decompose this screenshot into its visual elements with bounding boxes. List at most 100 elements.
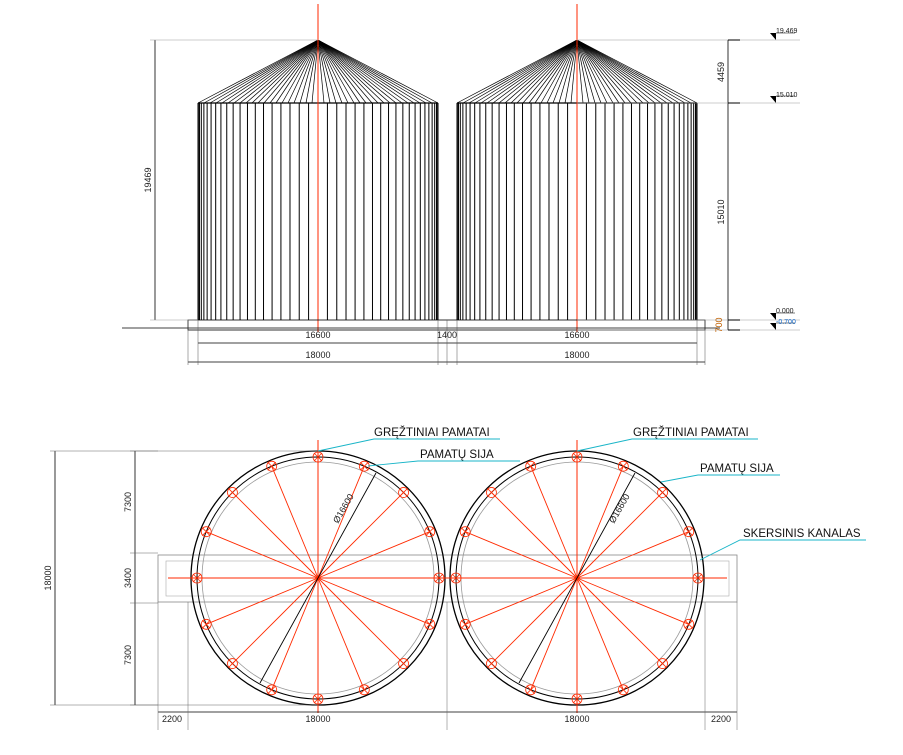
pile-cross bbox=[399, 488, 408, 497]
pile-marker bbox=[200, 526, 212, 538]
pile-cross bbox=[460, 527, 470, 536]
pile-marker bbox=[657, 658, 668, 669]
level-marker bbox=[770, 323, 776, 330]
level-top: 19.469 bbox=[776, 28, 798, 35]
label-beam-2: PAMATŲ SIJA bbox=[700, 463, 774, 475]
roof-rib-line bbox=[317, 39, 403, 104]
pile-cross bbox=[267, 461, 276, 471]
radial-axis-line bbox=[465, 577, 578, 625]
pile-marker bbox=[424, 526, 436, 538]
pile-cross bbox=[460, 620, 470, 629]
roof-rib-line bbox=[245, 39, 319, 104]
pile-cross bbox=[684, 527, 694, 536]
roof-rib-line bbox=[317, 39, 379, 104]
pile-cross bbox=[360, 685, 369, 695]
roof-rib-line bbox=[492, 39, 578, 104]
roof-rib-line bbox=[317, 39, 385, 104]
cross-channel bbox=[157, 554, 738, 603]
pile-marker bbox=[486, 658, 497, 669]
level-marker bbox=[770, 96, 776, 103]
roof-rib-line bbox=[317, 39, 421, 104]
radial-axis-line bbox=[576, 466, 624, 579]
roof-rib-line bbox=[576, 39, 614, 104]
pile-cross bbox=[658, 488, 667, 497]
radial-axis-line bbox=[206, 531, 319, 579]
roof-rib-line bbox=[576, 39, 602, 104]
dim-foundation: 700 bbox=[714, 317, 724, 332]
leader-line bbox=[660, 474, 780, 483]
roof-rib-line bbox=[576, 39, 620, 104]
roof-rib-line bbox=[576, 39, 674, 104]
roof-rib-line bbox=[576, 39, 662, 104]
dim-gap: 1400 bbox=[437, 330, 457, 340]
roof-rib-line bbox=[576, 39, 584, 104]
radial-axis-line bbox=[465, 531, 578, 579]
roof-rib-line bbox=[269, 39, 319, 104]
radial-axis-line bbox=[576, 577, 689, 625]
cross-channel-inner bbox=[165, 560, 730, 597]
roof-rib-line bbox=[540, 39, 578, 104]
pile-cross bbox=[487, 659, 496, 668]
pile-cross bbox=[619, 461, 628, 471]
roof-rib-line bbox=[317, 39, 331, 104]
roof-rib-line bbox=[456, 39, 578, 104]
radial-axis-line bbox=[232, 492, 319, 579]
dim-width-2: 18000 bbox=[564, 714, 589, 724]
roof-rib-line bbox=[299, 39, 319, 104]
roof-rib-line bbox=[516, 39, 578, 104]
pile-marker bbox=[227, 487, 238, 498]
roof-rib-line bbox=[576, 39, 626, 104]
roof-rib-line bbox=[564, 39, 578, 104]
roof-rib-line bbox=[197, 39, 319, 104]
dim-width-1: 18000 bbox=[305, 714, 330, 724]
pile-marker bbox=[683, 618, 695, 630]
pile-marker bbox=[525, 684, 537, 696]
roof-rib-line bbox=[209, 39, 319, 104]
radial-axis-line bbox=[576, 577, 663, 664]
pile-marker bbox=[525, 460, 537, 472]
roof-rib-line bbox=[317, 39, 373, 104]
dim-foundation1-width: 18000 bbox=[305, 350, 330, 360]
roof-rib-line bbox=[468, 39, 578, 104]
level-marker bbox=[770, 313, 776, 320]
roof-rib-line bbox=[317, 39, 427, 104]
roof-rib-line bbox=[480, 39, 578, 104]
radial-axis-line bbox=[530, 577, 578, 690]
radial-axis-line bbox=[576, 531, 689, 579]
pile-marker bbox=[200, 618, 212, 630]
radial-axis-line bbox=[271, 577, 319, 690]
pile-marker bbox=[459, 618, 471, 630]
dim-silo1-diameter: 16600 bbox=[305, 330, 330, 340]
radial-axis-line bbox=[317, 466, 365, 579]
label-diameter-1: Ø16600 bbox=[331, 492, 356, 525]
roof-rib-line bbox=[317, 39, 367, 104]
dim-plan-total: 18000 bbox=[43, 565, 53, 590]
pile-marker bbox=[657, 487, 668, 498]
radial-axis-line bbox=[491, 577, 578, 664]
roof-rib-line bbox=[576, 39, 590, 104]
roof-rib-line bbox=[576, 39, 656, 104]
level-eave: 15.010 bbox=[776, 92, 798, 99]
pile-marker bbox=[398, 658, 409, 669]
roof-rib-line bbox=[287, 39, 319, 104]
roof-rib-line bbox=[576, 39, 668, 104]
dim-plan-channel: 3400 bbox=[123, 568, 133, 588]
roof-rib-line bbox=[317, 39, 409, 104]
roof-rib-line bbox=[239, 39, 319, 104]
pile-marker bbox=[486, 487, 497, 498]
diameter-line bbox=[518, 472, 636, 684]
pile-cross bbox=[228, 488, 237, 497]
roof-rib-line bbox=[522, 39, 578, 104]
level-zero: 0.000 bbox=[776, 308, 794, 315]
dim-plan-side-top: 7300 bbox=[123, 492, 133, 512]
label-piles-2: GRĘŽTINIAI PAMATAI bbox=[633, 426, 749, 439]
roof-rib-line bbox=[462, 39, 578, 104]
pile-cross bbox=[619, 685, 628, 695]
roof-rib-line bbox=[576, 39, 638, 104]
roof-rib-line bbox=[317, 39, 349, 104]
roof-rib-line bbox=[474, 39, 578, 104]
pile-marker bbox=[358, 684, 370, 696]
roof-rib-line bbox=[227, 39, 319, 104]
radial-axis-line bbox=[576, 492, 663, 579]
